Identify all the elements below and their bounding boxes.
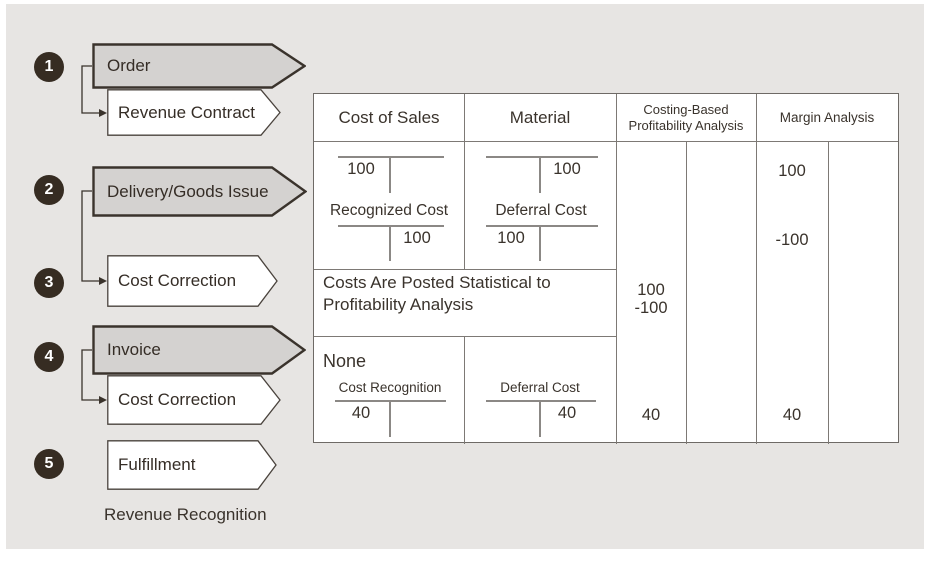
- shape-label: Delivery/Goods Issue: [107, 181, 269, 201]
- step-badge-1: 1: [34, 52, 64, 82]
- t-account-top-line: [486, 225, 598, 227]
- t-account-debit-value: 100: [347, 160, 375, 178]
- shape-label: Cost Correction: [118, 271, 237, 290]
- t-account-label: Cost Recognition: [338, 380, 442, 395]
- flow-shape-delivery-goods-issue: Delivery/Goods Issue: [92, 166, 307, 217]
- t-account-credit-value: 40: [557, 404, 577, 422]
- t-account-label: Deferral Cost: [500, 380, 580, 395]
- t-account-top-line: [338, 225, 444, 227]
- step-badge-4: 4: [34, 342, 64, 372]
- t-account-debit-value: 100: [497, 229, 525, 247]
- t-account-stem-line: [389, 400, 391, 437]
- header-label: Costing-Based: [643, 101, 729, 117]
- column-divider-line: [756, 94, 758, 444]
- column-header-material: Material: [464, 94, 616, 141]
- shape-label: Revenue Contract: [118, 102, 256, 122]
- column-header-cost-of-sales: Cost of Sales: [314, 94, 464, 141]
- t-account-credit-value: 100: [553, 160, 581, 178]
- costing-based-pa-value: 40: [641, 406, 661, 424]
- chevron-shape: [107, 440, 277, 490]
- costing-based-pa-value: -100: [634, 299, 668, 317]
- chevron-shape: [107, 255, 278, 307]
- shape-label: Invoice: [107, 340, 161, 359]
- none-label: None: [323, 351, 367, 371]
- shape-label: Fulfillment: [118, 455, 196, 474]
- column-divider-line: [464, 336, 466, 444]
- t-account-top-line: [486, 400, 596, 402]
- column-divider-line: [616, 94, 618, 444]
- t-account-stem-line: [539, 400, 541, 437]
- margin-analysis-value: 100: [778, 162, 806, 180]
- column-divider-line: [464, 141, 466, 269]
- flow-shape-cost-correction-delivery: Cost Correction: [107, 255, 278, 307]
- t-account-label: Deferral Cost: [495, 202, 587, 219]
- statistical-posting-note: Costs Are Posted Statistical to Profitab…: [323, 272, 615, 316]
- header-label: Material: [509, 107, 571, 127]
- t-account-label: Recognized Cost: [329, 202, 449, 219]
- t-account-stem-line: [539, 225, 541, 261]
- t-account-top-line: [486, 156, 598, 158]
- column-header-margin-analysis: Margin Analysis: [756, 94, 898, 141]
- t-account-stem-line: [389, 225, 391, 261]
- t-account-stem-line: [389, 156, 391, 193]
- margin-analysis-value: -100: [775, 231, 809, 249]
- column-divider-line: [464, 94, 466, 141]
- t-account-top-line: [338, 156, 444, 158]
- t-account-stem-line: [539, 156, 541, 193]
- header-label: Margin Analysis: [779, 109, 875, 125]
- flow-shape-order: Order: [92, 43, 306, 89]
- row-divider-line: [314, 269, 616, 271]
- chevron-shape: [92, 166, 307, 217]
- subcolumn-divider-line: [828, 141, 830, 444]
- flow-shape-invoice: Invoice: [92, 325, 306, 375]
- t-account-debit-value: 40: [351, 404, 371, 422]
- margin-analysis-value: 40: [782, 406, 802, 424]
- header-label: Profitability Analysis: [628, 117, 744, 133]
- step-badge-3: 3: [34, 268, 64, 298]
- revenue-recognition-caption: Revenue Recognition: [104, 505, 267, 524]
- chevron-shape: [107, 375, 281, 425]
- step-badge-5: 5: [34, 449, 64, 479]
- shape-label: Order: [107, 56, 151, 75]
- header-label: Cost of Sales: [338, 107, 440, 127]
- subcolumn-divider-line: [686, 141, 688, 444]
- chevron-shape: [92, 325, 306, 375]
- t-account-credit-value: 100: [403, 229, 431, 247]
- costing-based-pa-value: 100: [637, 281, 665, 299]
- flow-shape-cost-correction-invoice: Cost Correction: [107, 375, 281, 425]
- chevron-shape: [107, 89, 281, 136]
- posting-table: Cost of Sales Material Costing-Based Pro…: [313, 93, 899, 444]
- chevron-shape: [92, 43, 306, 89]
- column-header-costing-based-profitability-analysis: Costing-Based Profitability Analysis: [616, 94, 756, 141]
- shape-label: Cost Correction: [118, 390, 237, 409]
- step-badge-2: 2: [34, 175, 64, 205]
- note-line: Costs Are Posted Statistical to: [323, 273, 551, 292]
- t-account-top-line: [335, 400, 446, 402]
- note-line: Profitability Analysis: [323, 295, 474, 314]
- flow-shape-fulfillment: Fulfillment: [107, 440, 277, 490]
- header-divider-line: [314, 141, 898, 143]
- flow-shape-revenue-contract: Revenue Contract: [107, 89, 281, 136]
